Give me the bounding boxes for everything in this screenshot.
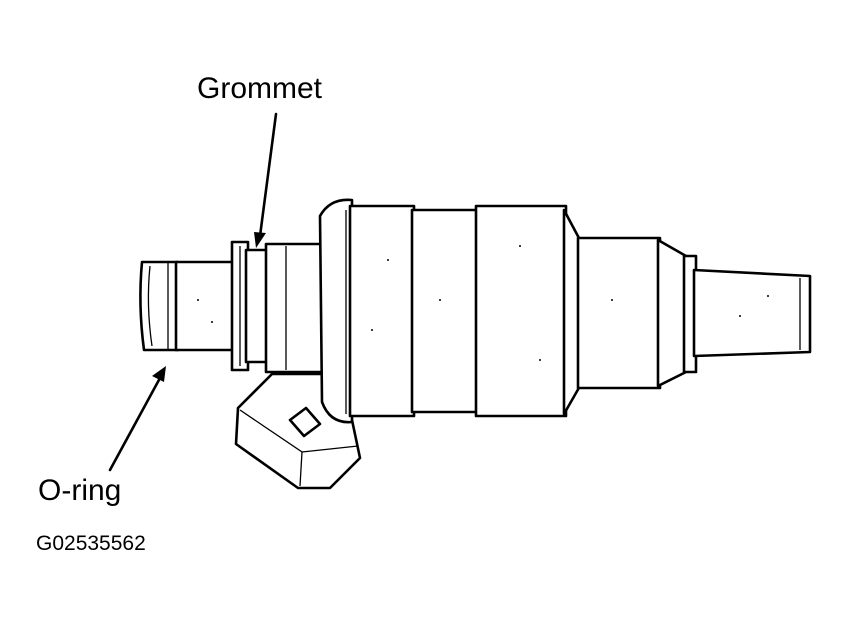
stipple-texture — [197, 245, 769, 361]
o-ring-leader-arrow — [108, 366, 166, 472]
nozzle-tip — [692, 268, 812, 358]
grommet-label: Grommet — [197, 72, 323, 105]
grommet-flange — [230, 240, 270, 372]
figure-code: G02535562 — [36, 532, 146, 555]
grommet-leader-arrow — [254, 112, 278, 248]
injector-body — [318, 198, 568, 424]
injector-collar — [264, 242, 324, 374]
inlet-tip — [139, 260, 180, 352]
o-ring-label: O-ring — [38, 474, 122, 507]
filter-tube — [174, 260, 238, 352]
lower-barrel — [576, 236, 698, 390]
